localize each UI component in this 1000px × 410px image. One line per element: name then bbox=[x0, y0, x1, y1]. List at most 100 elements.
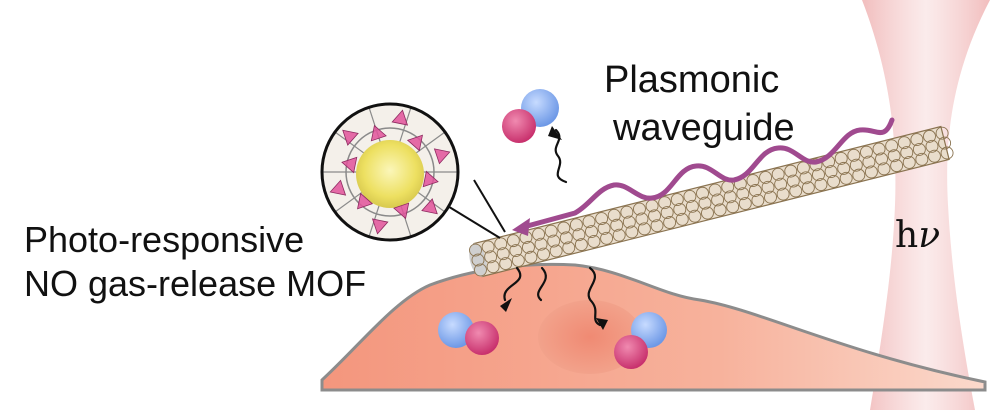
waveguide-mesh-cell bbox=[595, 212, 609, 225]
waveguide-label-line1: Plasmonic bbox=[604, 59, 780, 101]
waveguide-mesh-cell bbox=[759, 170, 773, 184]
waveguide-mesh-cell bbox=[633, 202, 646, 216]
arrowhead bbox=[548, 126, 562, 140]
waveguide-mesh-cell bbox=[751, 193, 765, 207]
waveguide-mesh-cell bbox=[701, 206, 714, 220]
waveguide-mesh-cell bbox=[864, 165, 878, 179]
waveguide-mesh-cell bbox=[673, 203, 687, 216]
mof-label-line2: NO gas-release MOF bbox=[24, 263, 367, 304]
waveguide-mesh-cell bbox=[771, 167, 785, 181]
waveguide-mesh-cell bbox=[620, 205, 634, 219]
release-arrow bbox=[503, 266, 522, 302]
mof-metal-cluster bbox=[421, 198, 438, 215]
waveguide-mesh-cell bbox=[625, 225, 639, 239]
waveguide-mesh-cell bbox=[824, 165, 838, 178]
waveguide-mesh-cell bbox=[859, 145, 873, 159]
waveguide-mesh-cell bbox=[569, 218, 583, 232]
waveguide-mesh-cell bbox=[600, 231, 614, 245]
waveguide-mesh-cell bbox=[696, 186, 709, 200]
waveguide-mesh-cell bbox=[572, 228, 586, 242]
waveguide-mesh-cell bbox=[746, 174, 760, 188]
waveguide-mesh-cell bbox=[612, 228, 626, 242]
waveguide-mesh-cell bbox=[537, 247, 550, 261]
waveguide-mesh-cell bbox=[675, 212, 689, 226]
mof-label-line1: Photo-responsive bbox=[24, 219, 305, 260]
waveguide-mesh-cell bbox=[574, 238, 588, 252]
waveguide-mesh-cell bbox=[852, 168, 866, 182]
waveguide-mesh-cell bbox=[877, 162, 891, 176]
mof-metal-cluster bbox=[329, 179, 347, 196]
waveguide-mesh-cell bbox=[587, 235, 601, 248]
waveguide-mesh-cell bbox=[635, 212, 649, 226]
waveguide-mesh-cell bbox=[708, 183, 722, 197]
waveguide-mesh-cell bbox=[683, 189, 697, 203]
waveguide-mesh-cell bbox=[796, 161, 810, 175]
waveguide-mesh-cell bbox=[872, 142, 886, 156]
no-molecule-icon bbox=[502, 89, 559, 143]
waveguide-mesh-cell bbox=[849, 158, 863, 172]
wave-arrowhead bbox=[512, 218, 530, 236]
planck-h: h bbox=[895, 215, 919, 256]
waveguide-mesh-cell bbox=[812, 168, 825, 182]
release-arrow bbox=[587, 266, 602, 327]
waveguide-mesh-cell bbox=[748, 184, 762, 197]
mof-metal-cluster bbox=[393, 202, 410, 220]
waveguide-mesh-cell bbox=[562, 241, 576, 255]
waveguide-mesh-cell bbox=[509, 244, 523, 257]
waveguide-mesh-cell bbox=[726, 200, 740, 214]
waveguide-mesh-cell bbox=[585, 225, 598, 239]
waveguide-mesh-cell bbox=[506, 234, 520, 248]
waveguide-mesh-cell bbox=[912, 142, 926, 156]
waveguide-mesh-cell bbox=[481, 240, 495, 254]
waveguide-mesh-cell bbox=[499, 257, 513, 271]
waveguide-mesh-cell bbox=[801, 181, 815, 195]
mof-metal-cluster bbox=[371, 218, 389, 235]
waveguide-mesh-cell bbox=[784, 164, 798, 178]
waveguide-mesh-cell bbox=[544, 224, 558, 238]
waveguide-mesh-cell bbox=[799, 171, 813, 185]
waveguide-mesh-cell bbox=[494, 237, 508, 251]
waveguide-mesh-cell bbox=[607, 208, 621, 222]
waveguide-end bbox=[469, 243, 487, 277]
light-label: hν bbox=[895, 214, 940, 257]
waveguide-mesh-cell bbox=[723, 190, 737, 204]
waveguide-mesh-cell bbox=[637, 222, 651, 236]
waveguide-mesh-cell bbox=[774, 177, 788, 191]
waveguide-mesh-cell bbox=[890, 159, 904, 173]
zoom-callout-line bbox=[473, 179, 506, 233]
waveguide-mesh-cell bbox=[660, 206, 674, 220]
waveguide-mesh-cell bbox=[670, 193, 684, 207]
waveguide-mesh-cell bbox=[847, 148, 861, 162]
waveguide-mesh-cell bbox=[935, 126, 949, 140]
plasmonic-waveguide bbox=[469, 125, 954, 278]
waveguide-mesh-cell bbox=[900, 146, 914, 160]
no-molecule-icon bbox=[614, 312, 667, 369]
waveguide-mesh-cell bbox=[486, 260, 500, 274]
waveguide-label-line2: waveguide bbox=[613, 107, 795, 149]
waveguide-mesh-cell bbox=[582, 215, 596, 229]
waveguide-mesh-cell bbox=[814, 178, 828, 192]
waveguide-mesh-cell bbox=[469, 243, 482, 257]
arrowhead bbox=[596, 318, 608, 330]
waveguide-mesh-cell bbox=[897, 136, 911, 150]
waveguide-mesh-cell bbox=[862, 155, 876, 169]
waveguide-mesh-cell bbox=[658, 196, 672, 210]
mof-metal-cluster bbox=[357, 192, 374, 210]
waveguide-mesh-cell bbox=[559, 231, 573, 245]
waveguide-mesh-cell bbox=[885, 139, 899, 153]
waveguide-mesh-cell bbox=[764, 190, 777, 204]
waveguide-mesh-cell bbox=[925, 139, 939, 153]
waveguide-mesh-cell bbox=[496, 247, 510, 261]
waveguide-mesh-cell bbox=[902, 156, 916, 169]
light-beam bbox=[862, 0, 990, 410]
waveguide-mesh-cell bbox=[938, 136, 952, 150]
waveguide-mesh-cell bbox=[597, 221, 611, 235]
waveguide-mesh-cell bbox=[809, 158, 823, 172]
mof-zoom-inset bbox=[320, 102, 460, 242]
plasmon-wave bbox=[517, 117, 895, 231]
mof-core bbox=[356, 140, 424, 208]
waveguide-mesh-cell bbox=[524, 250, 538, 264]
mof-metal-cluster bbox=[391, 109, 409, 126]
waveguide-mesh-cell bbox=[786, 174, 800, 188]
waveguide-mesh-cell bbox=[887, 149, 901, 163]
